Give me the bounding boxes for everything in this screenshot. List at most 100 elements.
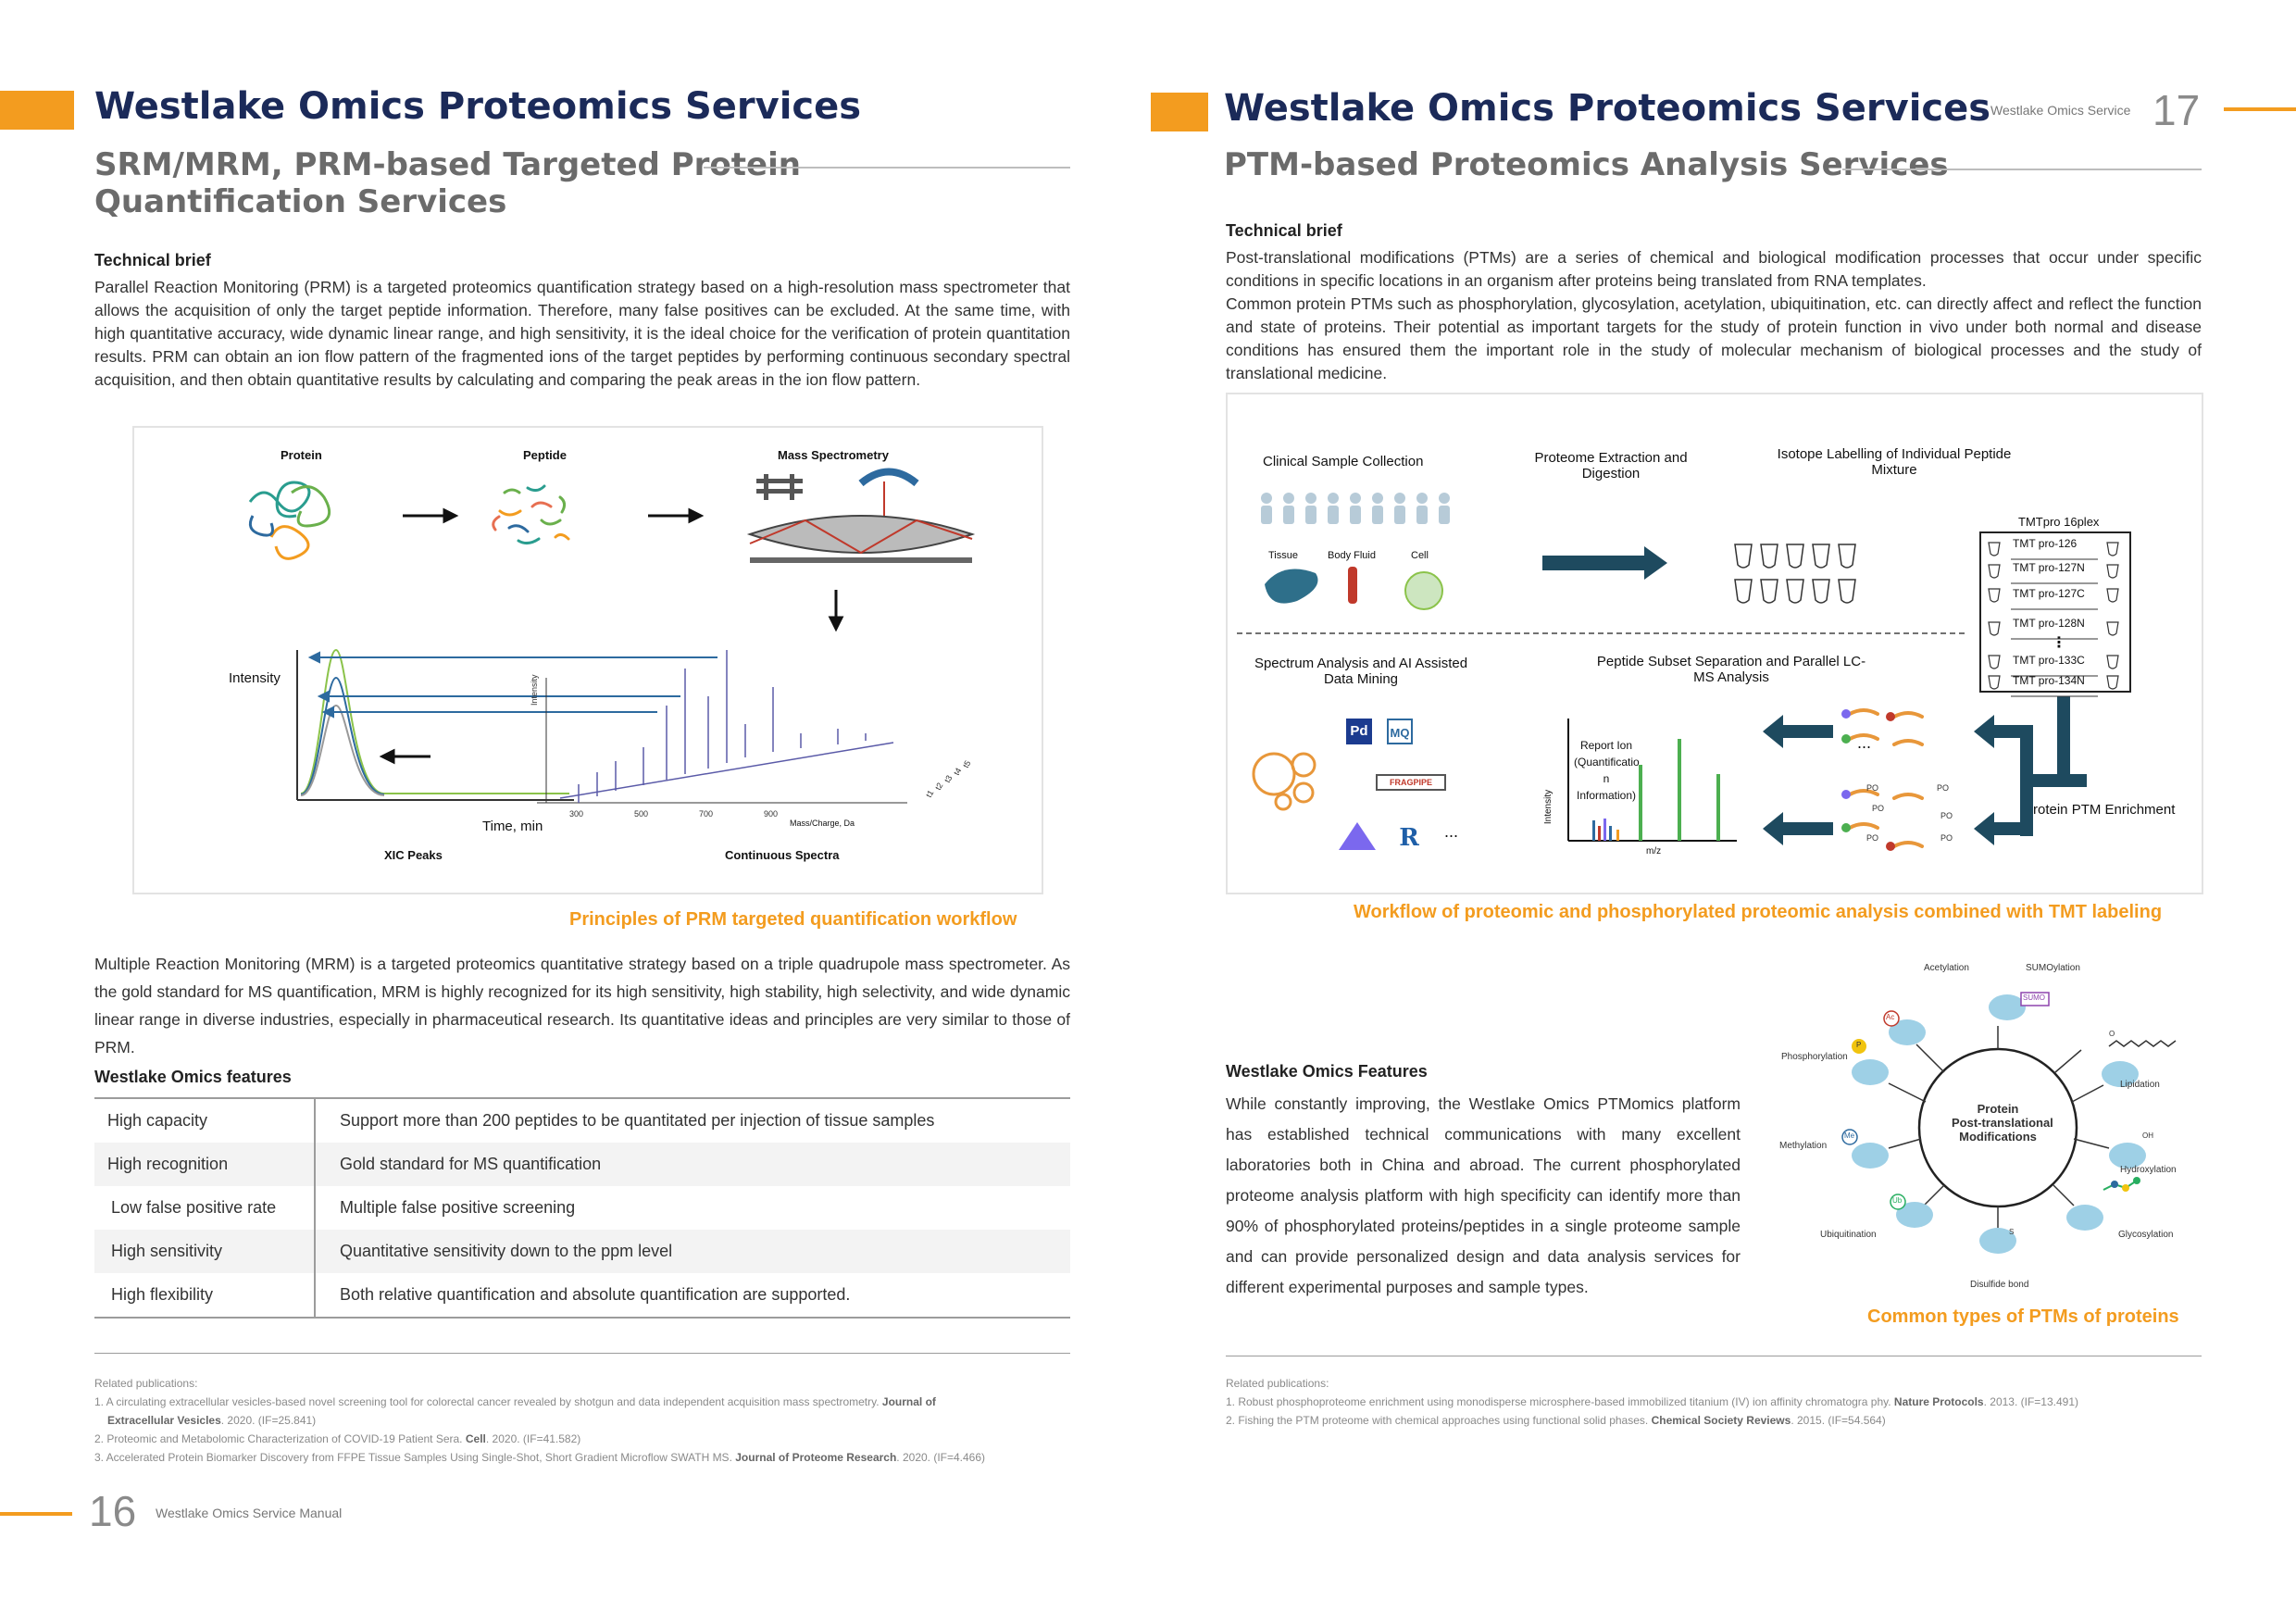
tmt-item-2: TMT pro-127N [2013, 561, 2085, 574]
right-accent-bar [1151, 93, 1208, 131]
tmt-item-6: TMT pro-134N [2013, 674, 2085, 687]
tmt-item-arrows [2011, 558, 2098, 697]
feature-name: High recognition [94, 1143, 316, 1186]
feature-name: High sensitivity [94, 1230, 316, 1273]
right-page-title: Westlake Omics Proteomics Services [1224, 87, 1991, 130]
fig-spectra-label: Continuous Spectra [725, 848, 840, 862]
right-features-heading: Westlake Omics Features [1226, 1062, 1428, 1081]
right-figure-caption-1: Workflow of proteomic and phosphorylated… [1354, 902, 2163, 922]
xic-chart [296, 648, 574, 801]
fig-xic-label: XIC Peaks [384, 848, 443, 862]
left-subtitle-line1: SRM/MRM, PRM-based Targeted Protein [94, 146, 801, 183]
spec-tick-700: 700 [699, 809, 713, 819]
workflow-diagram [1237, 493, 2119, 851]
left-pub-2: 2. Proteomic and Metabolomic Characteriz… [94, 1432, 581, 1445]
fig-protein-label: Protein [281, 448, 322, 462]
spec-tick-300: 300 [569, 809, 583, 819]
po4-label-5: PO [1866, 833, 1879, 843]
feature-desc: Support more than 200 peptides to be qua… [340, 1111, 935, 1130]
wf-tissue-label: Tissue [1268, 550, 1298, 561]
left-tech-heading: Technical brief [94, 251, 211, 269]
feature-desc: Gold standard for MS quantification [315, 1143, 1070, 1186]
left-footer-bar [0, 1512, 72, 1516]
right-page-number: 17 [2152, 86, 2201, 134]
wf-arrows-left [1763, 696, 2087, 845]
left-figure-caption: Principles of PRM targeted quantificatio… [569, 909, 1017, 930]
right-header-bar [2224, 107, 2296, 111]
right-page-subtitle: PTM-based Proteomics Analysis Services [1224, 146, 1949, 183]
left-pubs-heading: Related publications: [94, 1377, 198, 1390]
left-pubs-rule [94, 1353, 1070, 1354]
spec-tick-500: 500 [634, 809, 648, 819]
left-tech-body: Parallel Reaction Monitoring (PRM) is a … [94, 278, 1070, 389]
wf-enrichment-label: Protein PTM Enrichment [2024, 802, 2176, 818]
wf-mz-label: m/z [1646, 846, 1662, 856]
spec-t1: t1 [924, 788, 935, 799]
fragpipe-logo-icon: FRAGPIPE [1376, 774, 1446, 791]
wf-cell-label: Cell [1411, 550, 1429, 561]
brain-gears-icon [1252, 752, 1316, 811]
wf-arrow-right [1542, 546, 1667, 580]
tmt-item-3: TMT pro-127C [2013, 587, 2085, 600]
tmt-item-5: TMT pro-133C [2013, 654, 2085, 667]
wf-ellipsis-1: ... [1444, 822, 1459, 841]
ptm-sumoylation: SUMOylation [2026, 963, 2080, 973]
right-pubs-heading: Related publications: [1226, 1377, 1329, 1390]
protein-blobs-icon [1852, 994, 2146, 1254]
prm-diagram: 300 500 700 900 Intensity t1 t2 t3 t4 t5 [248, 468, 976, 819]
left-features-table: High capacity Support more than 200 pepti… [94, 1097, 1070, 1319]
wf-bodyfluid-label: Body Fluid [1328, 550, 1376, 561]
spec-t4: t4 [952, 766, 963, 777]
spec-t5: t5 [961, 758, 972, 769]
ptm-phosphorylation: Phosphorylation [1781, 1052, 1848, 1062]
report-ion-chart [1567, 719, 1737, 842]
ptm-oh-badge: OH [2142, 1131, 2153, 1140]
ptm-disulfide: Disulfide bond [1970, 1280, 2029, 1290]
right-header-service: Westlake Omics Service [1990, 103, 2131, 118]
wf-peptide-label: Peptide Subset Separation and Parallel L… [1596, 654, 1866, 685]
ptm-ub-badge: Ub [1892, 1196, 1903, 1205]
fig-intensity-label: Intensity [229, 670, 281, 686]
po4-label-6: PO [1940, 833, 1953, 843]
tmt-item-1: TMT pro-126 [2013, 537, 2078, 550]
spec-intensity: Intensity [530, 674, 539, 706]
right-tech-body-p2: Common protein PTMs such as phosphorylat… [1226, 294, 2202, 382]
tmt-workflow-figure: Clinical Sample Collection Tissue Body F… [1226, 393, 2203, 894]
tmt-item-4: TMT pro-128N [2013, 617, 2085, 630]
cell-icon [1404, 571, 1443, 610]
fig-peptide-label: Peptide [523, 448, 567, 462]
right-pub-2: 2. Fishing the PTM proteome with chemica… [1226, 1414, 1886, 1427]
right-subtitle-rule [1842, 169, 2202, 170]
right-tech-body-p1: Post-translational modifications (PTMs) … [1226, 248, 2202, 290]
right-tech-heading: Technical brief [1226, 221, 1342, 240]
fig-time-label: Time, min [482, 819, 543, 834]
feature-name: High capacity [94, 1099, 316, 1143]
left-page-subtitle: SRM/MRM, PRM-based Targeted Protein Quan… [94, 146, 801, 220]
left-page-number: 16 [89, 1487, 137, 1535]
workflow-arrows [379, 507, 844, 765]
left-pub-3: 3. Accelerated Protein Biomarker Discove… [94, 1451, 986, 1464]
left-features-heading: Westlake Omics features [94, 1068, 292, 1086]
right-publications: Related publications: 1. Robust phosphop… [1226, 1374, 2202, 1430]
triangle-logo-icon [1339, 822, 1376, 850]
ptm-ubiquitination: Ubiquitination [1820, 1230, 1877, 1240]
mrm-body: Multiple Reaction Monitoring (MRM) is a … [94, 955, 1070, 1056]
feature-name: High flexibility [94, 1273, 316, 1317]
right-pub-1: 1. Robust phosphoproteome enrichment usi… [1226, 1395, 2079, 1408]
ptm-methylation: Methylation [1779, 1141, 1828, 1151]
feature-desc: Multiple false positive screening [340, 1198, 576, 1217]
left-page-title: Westlake Omics Proteomics Services [94, 85, 862, 128]
xic-connectors [307, 651, 718, 719]
left-pub-1-cont: Extracellular Vesicles. 2020. (IF=25.841… [107, 1414, 317, 1427]
right-figure-caption-2: Common types of PTMs of proteins [1867, 1306, 2179, 1327]
ptm-p-badge: P [1856, 1041, 1862, 1049]
tmt-title: TMTpro 16plex [2018, 515, 2100, 529]
po4-label-2: PO [1937, 783, 1950, 793]
